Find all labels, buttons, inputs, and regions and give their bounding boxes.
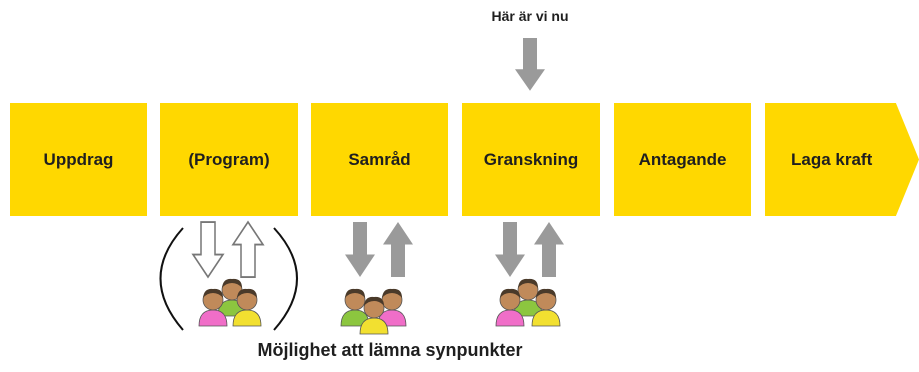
- bottom-caption: Möjlighet att lämna synpunkter: [257, 340, 523, 360]
- step-label: Samråd: [348, 149, 411, 169]
- step-label: Granskning: [483, 149, 579, 169]
- step-label: Uppdrag: [43, 149, 114, 169]
- current-position-label: Här är vi nu: [491, 8, 569, 24]
- current-position-arrow-icon: [515, 38, 545, 91]
- step-samrad: Samråd: [311, 103, 448, 216]
- up-arrow-icon: [534, 222, 564, 277]
- step-label: Laga kraft: [791, 149, 873, 169]
- step-granskning: Granskning: [462, 103, 600, 216]
- people-group-icon: [198, 278, 262, 327]
- step-uppdrag: Uppdrag: [10, 103, 147, 216]
- parenthesis-left: [159, 227, 184, 331]
- up-arrow-icon: [383, 222, 413, 277]
- step-label: Antagande: [638, 149, 727, 169]
- step-antagande: Antagande: [614, 103, 751, 216]
- step-program: (Program): [160, 103, 298, 216]
- down-arrow-icon: [192, 221, 224, 278]
- step-laga-kraft: Laga kraft: [765, 103, 919, 216]
- parenthesis-right: [273, 227, 298, 331]
- people-group-icon: [495, 278, 561, 327]
- down-arrow-icon: [495, 222, 525, 277]
- down-arrow-icon: [345, 222, 375, 277]
- step-label: (Program): [188, 149, 270, 169]
- up-arrow-icon: [232, 221, 264, 278]
- people-group-icon: [340, 288, 407, 335]
